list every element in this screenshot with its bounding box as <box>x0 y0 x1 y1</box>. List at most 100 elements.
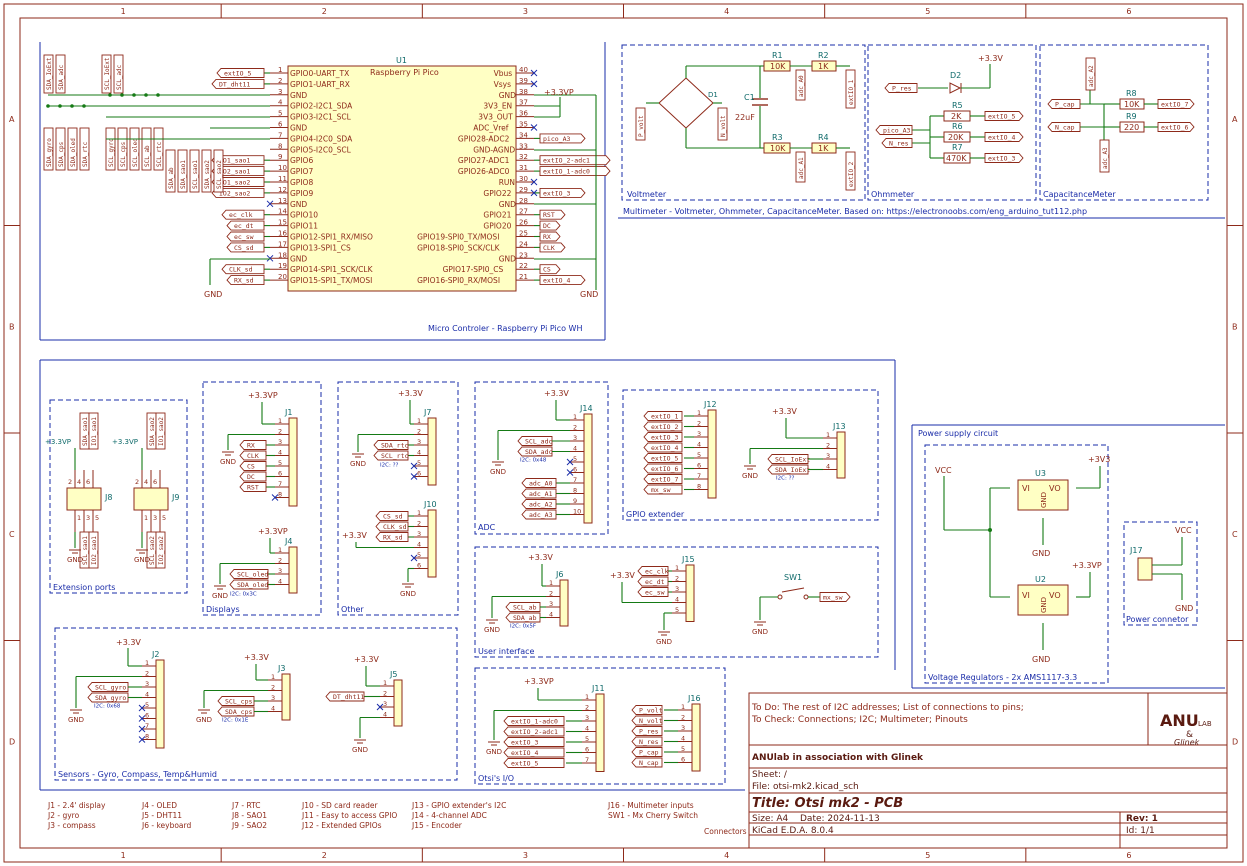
mcu-pin-name-left: GPIO2-I2C1_SDA <box>290 102 353 111</box>
mcu-right-label-shape <box>539 275 586 286</box>
j8-bottom-label-b-shape <box>88 531 99 569</box>
j15-label-shape <box>637 566 669 576</box>
j1-pin-num: 8 <box>278 491 282 499</box>
j9-top-label-b-shape <box>155 412 166 450</box>
j3-label-scl: SCL_cps <box>225 698 252 706</box>
u2-ref: U2 <box>1035 575 1046 584</box>
j15-label: ec_dt <box>645 578 665 586</box>
volt-label-nvolt: N_volt <box>720 115 727 137</box>
r8-value: 10K <box>1124 100 1140 109</box>
frame-row-right: C <box>1232 530 1238 539</box>
j11-pin-num: 3 <box>585 714 589 722</box>
mcu-pin-name-left: GPIO6 <box>290 156 313 165</box>
sw1-label-shape <box>819 592 851 602</box>
mcu-vlabel-top: SCL_adc <box>116 64 123 90</box>
j16-label-shape <box>631 715 663 726</box>
u2-gnd: GND <box>1040 597 1048 613</box>
j12-label: extIO_4 <box>651 444 678 452</box>
j12-label-shape <box>643 411 683 421</box>
j9-bottom-label-b-shape <box>155 531 166 569</box>
mcu-left-label: CS_sd <box>234 244 254 252</box>
mcu-vlabel-sao: SDA_sao1 <box>180 160 187 189</box>
j12-label: extIO_5 <box>651 455 678 463</box>
j6-label-scl: SCL_ab <box>513 604 537 612</box>
frame-row-left: B <box>9 322 15 331</box>
mcu-vlabel-bottom-shape <box>43 127 54 171</box>
j6-label-scl-shape <box>505 602 541 612</box>
j13-label-sda: SDA_IoExt <box>775 466 810 474</box>
j9-pin-top: 2 <box>135 478 139 486</box>
mcu-left-label: IO2_sao1 <box>219 168 250 176</box>
legend-entry: J7 - RTC <box>231 801 261 810</box>
section-ohmmeter: Ohmmeter <box>871 190 915 199</box>
mcu-vlabel-sao: SDA_ab <box>168 167 175 189</box>
j11-label: extIO_4 <box>511 749 538 757</box>
j17-vcc: VCC <box>1175 526 1192 535</box>
j13-pin-num: 2 <box>826 442 830 450</box>
j13-gnd: GND <box>742 472 758 480</box>
cap-label-extio6-shape <box>1157 122 1195 132</box>
j9-body <box>133 487 169 511</box>
ohm-label-picoa3-shape <box>875 125 913 135</box>
j6-pin-num: 2 <box>549 590 553 598</box>
mcu-left-label-shape <box>226 242 265 253</box>
j15-power: +3.3V <box>610 571 635 580</box>
cap-label-ncap: N_cap <box>1055 124 1075 132</box>
section-otsi-io: Otsi's I/O <box>478 774 514 783</box>
j12-label: extIO_7 <box>651 476 678 484</box>
sensors-box <box>54 627 458 781</box>
mcu-vlabel-bottom: SDA_gyro <box>46 138 53 167</box>
mcu-vlabel-bottom: SCL_gyro <box>108 138 115 167</box>
j4-pin-num: 3 <box>278 567 282 575</box>
mcu-pin-num-right: 31 <box>519 164 528 172</box>
j10-pin-num: 1 <box>417 509 421 517</box>
j12-pin-num: 4 <box>697 441 701 449</box>
j11-pin-num: 7 <box>585 756 589 764</box>
j7-ref: J7 <box>423 408 431 417</box>
j14-adc-label: adc_A3 <box>529 511 553 519</box>
mcu-pin-name-left: GPIO13-SPI1_CS <box>290 243 351 252</box>
j9-bottom-label-b: IO2_sao2 <box>158 536 165 565</box>
mcu-right-label-shape <box>539 187 586 198</box>
ohm-label-pres-shape <box>884 83 918 93</box>
j2-gnd: GND <box>68 716 84 724</box>
legend-connectors-title: Connectors <box>704 827 747 836</box>
j13-body <box>836 431 846 479</box>
tb-kicad: KiCad E.D.A. 8.0.4 <box>752 826 834 836</box>
j9-bottom-label-a: SCL_sao2 <box>149 536 156 565</box>
section-voltmeter: Voltmeter <box>627 190 667 199</box>
j14-pin-num: 1 <box>573 413 577 421</box>
j8-pin-top: 2 <box>68 478 72 486</box>
mcu-vlabel-top: SCL_IoExt <box>104 57 111 90</box>
mcu-pin-num-left: 8 <box>278 142 282 150</box>
j1-label-shape <box>239 482 267 492</box>
j1-pin-num: 5 <box>278 459 282 467</box>
mcu-left-label: IO2_sao2 <box>219 189 250 197</box>
section-displays: Displays <box>206 605 240 614</box>
cap-label-adca3: adc_A3 <box>1102 147 1109 169</box>
mcu-vlabel-sao: SCL_sao1 <box>192 160 199 189</box>
tb-logo-glinek: Glinek <box>1174 738 1200 747</box>
regulators-box <box>924 444 1109 684</box>
mcu-pin-name-left: GND <box>290 254 307 263</box>
mcu-right-label: extIO_3 <box>543 189 570 197</box>
u2-body <box>1017 584 1069 616</box>
mcu-pin-name-left: GND <box>290 200 307 209</box>
ohmmeter-box <box>867 44 1037 201</box>
vcc-label: VCC <box>935 466 952 475</box>
mcu-pin-num-right: 23 <box>519 251 528 259</box>
j5-label-shape <box>325 691 365 702</box>
u3-vi: VI <box>1022 484 1030 493</box>
mcu-vlabel-sao-shape <box>189 149 200 193</box>
tb-date: Date: 2024-11-13 <box>800 814 880 824</box>
frame-col-bottom: 4 <box>724 851 729 860</box>
mcu-pin-num-right: 27 <box>519 208 528 216</box>
otsi-io-box <box>474 667 726 785</box>
j8-top-label-a: SDA_sao1 <box>82 417 89 446</box>
voltmeter-box <box>621 44 866 201</box>
mcu-left-label: ec_dt <box>234 222 254 230</box>
mcu-pin-name-right: 3V3_EN <box>483 102 512 111</box>
ohm-label-nres-shape <box>881 138 913 148</box>
j13-label-sda-shape <box>767 464 809 475</box>
j14-label-sda-shape <box>517 446 553 457</box>
